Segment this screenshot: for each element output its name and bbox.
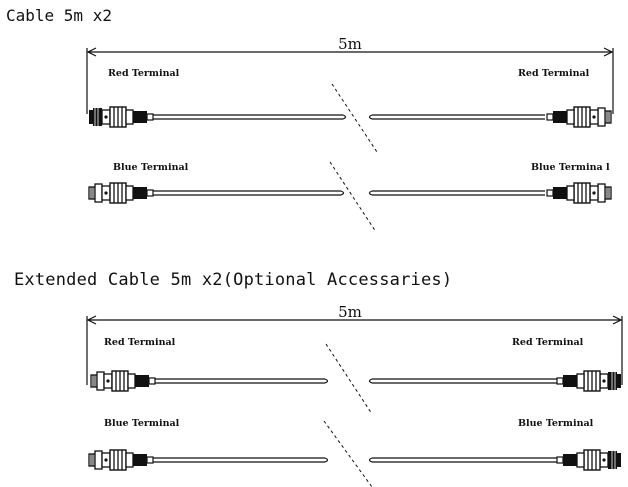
extended-blue-cable [88, 420, 622, 487]
standard-blue-right-label: Blue Termina l [531, 162, 610, 173]
extended-red-right-label: Red Terminal [512, 337, 584, 348]
break-mark [323, 420, 373, 487]
extended-blue-left-label: Blue Terminal [104, 418, 180, 429]
extended-blue-right-label: Blue Terminal [518, 418, 594, 429]
standard-cable-title: Cable 5m x2 [6, 6, 112, 25]
extended-cable-title: Extended Cable 5m x2(Optional Accessarie… [14, 270, 453, 290]
blue-right-connector [546, 182, 612, 204]
standard-red-right-label: Red Terminal [518, 68, 590, 79]
extended-red-left-label: Red Terminal [104, 337, 176, 348]
standard-red-cable [88, 83, 612, 153]
extended-red-cable [90, 343, 622, 415]
extended-dimension-label: 5m [338, 303, 362, 321]
standard-dimension-label: 5m [338, 35, 362, 53]
ext-red-left-connector [90, 370, 156, 392]
ext-red-right-connector [556, 370, 622, 392]
break-mark [329, 161, 377, 233]
break-mark [325, 343, 373, 415]
red-right-connector [546, 106, 612, 128]
blue-left-connector [88, 182, 154, 204]
standard-blue-cable [88, 161, 612, 233]
ext-blue-right-connector [556, 449, 622, 471]
standard-red-left-label: Red Terminal [108, 68, 180, 79]
standard-blue-left-label: Blue Terminal [113, 162, 189, 173]
ext-blue-left-connector [88, 449, 154, 471]
red-left-connector [88, 106, 154, 128]
standard-dimension-line [86, 47, 614, 114]
break-mark [331, 83, 378, 153]
extended-dimension-line [86, 315, 623, 385]
